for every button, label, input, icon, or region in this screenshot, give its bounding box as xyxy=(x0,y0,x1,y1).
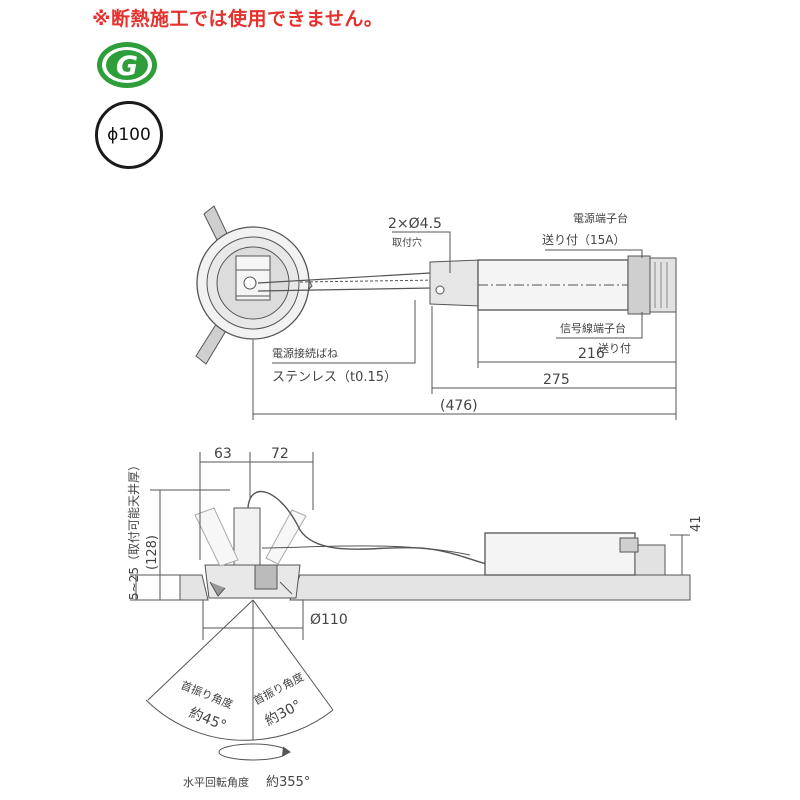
signal-terminal-spec: 送り付 xyxy=(598,341,631,355)
heat-insulation-warning: ※断熱施工では使用できません。 xyxy=(92,8,384,30)
signal-terminal-label: 信号線端子台 xyxy=(560,321,626,335)
dim-275: 275 xyxy=(543,372,570,388)
dim-41: 41 xyxy=(689,515,704,532)
dim-63: 63 xyxy=(214,446,232,462)
dim-128: (128) xyxy=(145,535,160,570)
side-view-fixture xyxy=(194,507,307,599)
spring-spec: ステンレス（t0.15） xyxy=(272,370,397,385)
rotation-label: 水平回転角度 xyxy=(183,775,249,789)
tilt-left-value: 約45° xyxy=(187,705,229,734)
rotation-arrow-icon xyxy=(218,743,291,761)
cutout-diameter: Ø110 xyxy=(310,612,348,628)
tilt-angle-arcs xyxy=(145,599,334,741)
g-mark-icon: G xyxy=(97,42,157,88)
dim-72: 72 xyxy=(271,446,289,462)
dim-476: (476) xyxy=(440,398,478,414)
tilt-left-label: 首振り角度 xyxy=(179,678,235,712)
dim-216: 216 xyxy=(578,346,605,362)
spring-label: 電源接続ばね xyxy=(272,346,338,360)
side-view-power-unit xyxy=(484,532,666,576)
holes-spec: 2×Ø4.5 xyxy=(388,216,442,232)
top-view-fixture xyxy=(195,205,313,365)
rotation-value: 約355° xyxy=(266,775,310,790)
g-mark-letter: G xyxy=(116,51,138,82)
holes-label: 取付穴 xyxy=(392,236,422,249)
tilt-right-value: 約30° xyxy=(262,697,304,729)
top-view-power-unit xyxy=(477,255,677,315)
ceiling-thickness-range: 5~25（取付可能天井厚） xyxy=(127,459,141,600)
power-terminal-label: 電源端子台 xyxy=(573,211,628,225)
diameter-badge-text: ϕ100 xyxy=(107,125,151,145)
diameter-badge: ϕ100 xyxy=(95,101,163,169)
power-terminal-spec: 送り付（15A） xyxy=(542,232,625,247)
